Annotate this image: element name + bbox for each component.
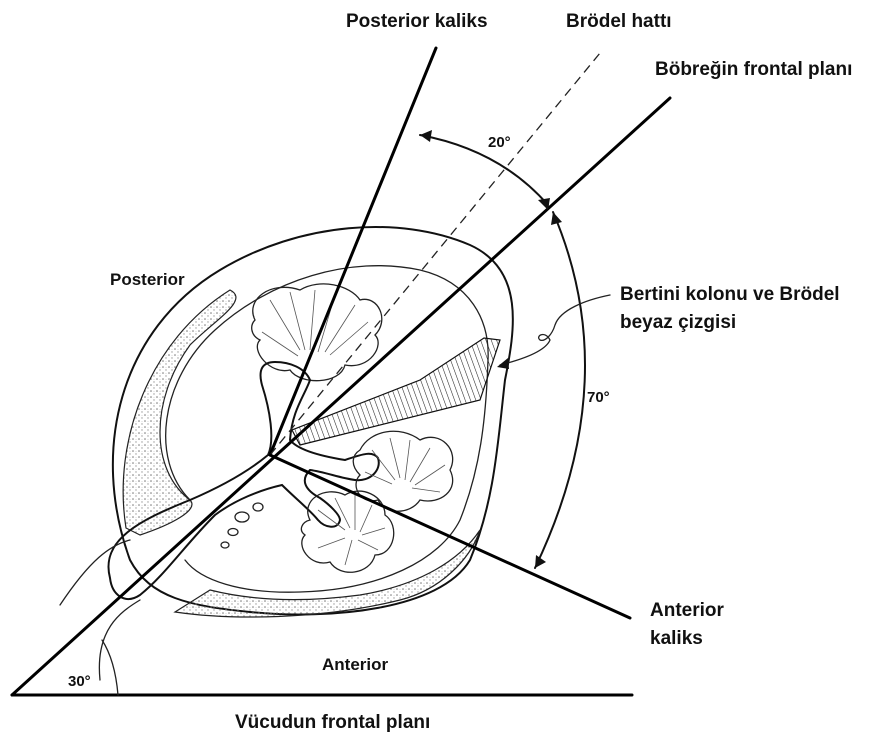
bertini-pointer — [500, 295, 610, 365]
angle-70-arc — [535, 212, 585, 568]
posterior-calyx-papilla — [252, 284, 382, 381]
angle-20-arrow-right — [538, 198, 550, 210]
bertini-pointer-head — [497, 358, 509, 369]
label-bertini-line1: Bertini kolonu ve Brödel — [620, 284, 840, 305]
label-angle-70: 70° — [587, 389, 610, 406]
anterior-calyx-line — [270, 455, 630, 618]
anterior-calyx-lines-upper — [365, 438, 445, 492]
label-anterior-kaliks-line2: kaliks — [650, 628, 703, 649]
angle-30-arc — [102, 640, 118, 695]
angle-70-arrow-top — [551, 212, 562, 225]
label-anterior-kaliks-line1: Anterior — [650, 600, 725, 621]
bertini-column-hatched — [292, 338, 500, 445]
label-angle-30: 30° — [68, 673, 91, 690]
label-posterior-kaliks: Posterior kaliks — [346, 11, 488, 32]
label-brodel-hatti: Brödel hattı — [566, 11, 672, 32]
label-anterior: Anterior — [322, 655, 389, 674]
hilar-vessels — [221, 503, 263, 548]
label-vucudun-frontal-plani: Vücudun frontal planı — [235, 712, 430, 733]
anterior-fat-region — [175, 530, 480, 617]
label-angle-20: 20° — [488, 134, 511, 151]
label-bertini-line2: beyaz çizgisi — [620, 312, 736, 333]
label-bobregin-frontal-plani: Böbreğin frontal planı — [655, 59, 852, 80]
angle-20-arrow-left — [420, 130, 432, 142]
label-posterior: Posterior — [110, 270, 185, 289]
